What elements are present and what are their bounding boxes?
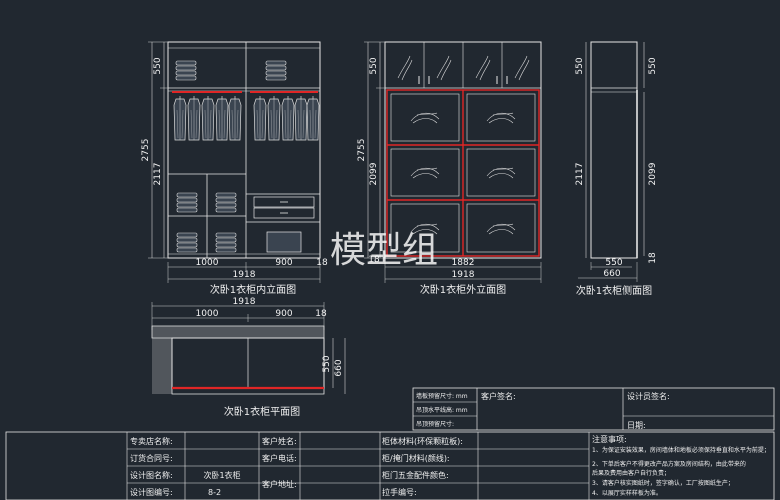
drawer-2 — [253, 207, 315, 219]
exterior-dim-lower: 2099 — [369, 162, 379, 185]
order-no-label: 订货合同号: — [130, 453, 173, 463]
plan-width-left: 1000 — [196, 309, 219, 319]
side-depth-outer: 660 — [603, 269, 620, 279]
folded-clothes-icon — [176, 232, 198, 253]
door-ornament-icon — [486, 167, 516, 179]
side-dim-left: 2117 — [575, 163, 585, 186]
folded-clothes-icon — [265, 60, 287, 81]
plan-width-total: 1918 — [233, 297, 256, 307]
plan-width-right: 900 — [275, 309, 292, 319]
folded-clothes-icon — [176, 192, 198, 213]
design-no-value: 8-2 — [208, 488, 221, 497]
interior-cabinet-outline — [167, 41, 321, 259]
handle-no-label: 拉手编号: — [382, 487, 417, 497]
side-dim-top-right: 550 — [648, 57, 658, 74]
side-cabinet-outline — [590, 41, 638, 259]
notice-line-5: 4、以展厅实样样板为准。 — [592, 489, 662, 497]
door-ornament-icon — [410, 112, 440, 124]
side-dim-right: 2099 — [648, 162, 658, 185]
hanging-shirt-icon — [306, 95, 320, 141]
interior-dim-top: 550 — [153, 57, 163, 74]
side-elevation: 550 550 2117 2099 18 550 660 次卧1衣柜侧面图 — [575, 41, 658, 297]
plan-wall-outline — [151, 325, 325, 395]
hanging-shirt-icon — [228, 95, 242, 141]
exterior-view-title: 次卧1衣柜外立面图 — [420, 283, 506, 296]
hanging-shirt-icon — [294, 95, 308, 141]
design-name-value: 次卧1衣柜 — [203, 470, 240, 480]
interior-elevation: 550 2755 2117 1000 900 18 1918 次卧1衣柜内立面图 — [141, 41, 328, 296]
notice-line-3: 后果及费用由客户自行负责； — [592, 469, 670, 477]
shop-name-label: 专卖店名称: — [130, 436, 173, 446]
customer-address-label: 客户地址: — [262, 479, 297, 489]
designer-signature-label: 设计员签名: — [627, 391, 670, 401]
upper-door-decor — [397, 55, 530, 81]
door-ornament-icon — [410, 167, 440, 179]
hanging-shirt-icon — [173, 95, 187, 141]
drawer-1 — [253, 196, 315, 208]
side-depth-inner: 550 — [605, 258, 622, 268]
note-ceiling-reserve: 吊顶预留尺寸: — [416, 420, 454, 428]
plan-width-edge: 18 — [315, 309, 327, 319]
door-ornament-icon — [486, 112, 516, 124]
folded-clothes-icon — [215, 192, 237, 213]
plan-view: 1918 1000 900 18 550 660 次卧1衣柜平面图 — [151, 297, 346, 418]
interior-width-left: 1000 — [196, 258, 219, 268]
interior-width-right: 900 — [275, 258, 292, 268]
folded-clothes-icon — [175, 60, 197, 81]
customer-phone-label: 客户电话: — [262, 453, 297, 463]
hardware-color-label: 柜门五金配件颜色: — [382, 470, 449, 480]
hanging-shirt-icon — [187, 95, 201, 141]
exterior-width-edge: 18 — [368, 255, 380, 265]
hanging-shirt-icon — [253, 95, 267, 141]
note-ceiling-line: 吊顶水平线高: mm — [416, 406, 468, 414]
notice-title: 注意事项: — [592, 434, 627, 444]
exterior-elevation: 550 2755 2099 1882 18 1918 次卧1衣柜外立面图 — [357, 41, 542, 296]
customer-name-label: 客户姓名: — [262, 436, 297, 446]
storage-box — [266, 231, 302, 253]
plan-depth-inner: 550 — [322, 355, 332, 372]
hanging-shirt-icon — [215, 95, 229, 141]
exterior-width-total: 1918 — [452, 270, 475, 280]
body-material-label: 柜体材料(环保颗粒板): — [382, 436, 463, 446]
note-wall-reserve: 墙板预留尺寸: mm — [416, 392, 468, 400]
hanging-shirt-icon — [267, 95, 281, 141]
interior-width-edge: 18 — [316, 258, 328, 268]
interior-width-total: 1918 — [233, 270, 256, 280]
hanging-shirt-icon — [201, 95, 215, 141]
door-ornament-icon — [486, 223, 516, 235]
interior-dim-total: 2755 — [141, 139, 151, 162]
notice-line-1: 1、为保证安装效果，房间墙体和地板必须保持垂直和水平为前提； — [592, 446, 770, 454]
hanging-shirt-icon — [281, 95, 295, 141]
design-no-label: 设计图编号: — [130, 487, 173, 497]
customer-signature-label: 客户签名: — [481, 391, 516, 401]
exterior-dim-top: 550 — [369, 57, 379, 74]
red-door-panels — [386, 89, 540, 257]
exterior-width-inner: 1882 — [452, 258, 475, 268]
notice-line-2: 2、下单后客户不得更改产品方案及房间结构，由此带来的 — [592, 460, 746, 468]
side-dim-edge: 18 — [648, 252, 658, 264]
notice-line-4: 3、请客户核实图纸时，签字确认，工厂按图纸生产； — [592, 479, 734, 487]
side-dim-top-left: 550 — [575, 57, 585, 74]
plan-view-title: 次卧1衣柜平面图 — [224, 405, 300, 418]
door-material-label: 柜/掩门材料(颜线): — [382, 453, 450, 463]
date-label: 日期: — [627, 421, 646, 430]
plan-depth-outer: 660 — [334, 359, 344, 376]
signature-box: 墙板预留尺寸: mm 吊顶水平线高: mm 吊顶预留尺寸: 客户签名: 设计员签… — [412, 387, 775, 431]
plan-wall-hatch — [152, 326, 324, 394]
side-view-title: 次卧1衣柜侧面图 — [576, 284, 652, 297]
interior-view-title: 次卧1衣柜内立面图 — [210, 283, 296, 296]
folded-clothes-icon — [215, 232, 237, 253]
door-inner-frames — [390, 93, 536, 253]
interior-dim-lower: 2117 — [153, 163, 163, 186]
watermark-text: 模型组 — [330, 230, 438, 271]
exterior-dim-total: 2755 — [357, 139, 367, 162]
title-block: 专卖店名称: 订货合同号: 设计图名称: 设计图编号: 次卧1衣柜 8-2 客户… — [5, 431, 775, 500]
design-name-label: 设计图名称: — [130, 470, 173, 480]
